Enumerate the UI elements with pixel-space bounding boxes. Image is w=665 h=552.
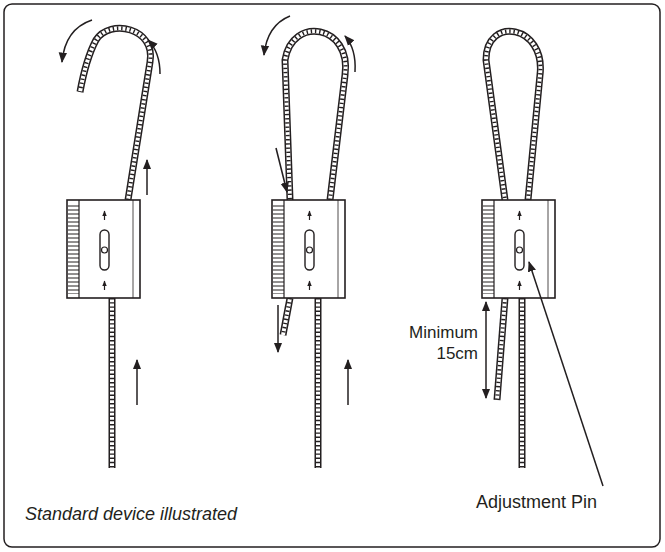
cable-core <box>110 298 114 468</box>
cable-strand <box>283 298 290 335</box>
cable <box>283 298 290 335</box>
frame <box>4 4 660 547</box>
cable <box>109 298 116 468</box>
cable-core <box>283 298 290 335</box>
motion-arrows <box>62 16 603 486</box>
part-label: Adjustment Pin <box>476 491 651 514</box>
cable-gripper <box>67 200 140 298</box>
cable-strand <box>80 28 151 200</box>
dimension-label: Minimum 15cm <box>392 322 478 365</box>
cable <box>285 31 346 200</box>
cable-gripper <box>482 200 555 298</box>
cable-strand <box>497 298 505 400</box>
cable <box>486 31 540 200</box>
note: Standard device illustrated <box>25 503 325 526</box>
cable-gripper <box>272 200 345 298</box>
cable-core <box>80 28 151 200</box>
cable-strand <box>316 298 320 468</box>
cable-core <box>520 298 524 468</box>
cable-strand <box>520 298 524 468</box>
cable <box>519 298 526 468</box>
cable <box>315 298 322 468</box>
cables <box>80 28 540 468</box>
cable-strand <box>285 31 346 200</box>
cable-core <box>486 31 540 200</box>
cable-core <box>316 298 320 468</box>
cable-strand <box>486 31 540 200</box>
cable-core <box>285 31 346 200</box>
cable <box>80 28 151 200</box>
cable-strand <box>110 298 114 468</box>
cable-core <box>497 298 505 400</box>
cable <box>497 298 505 400</box>
